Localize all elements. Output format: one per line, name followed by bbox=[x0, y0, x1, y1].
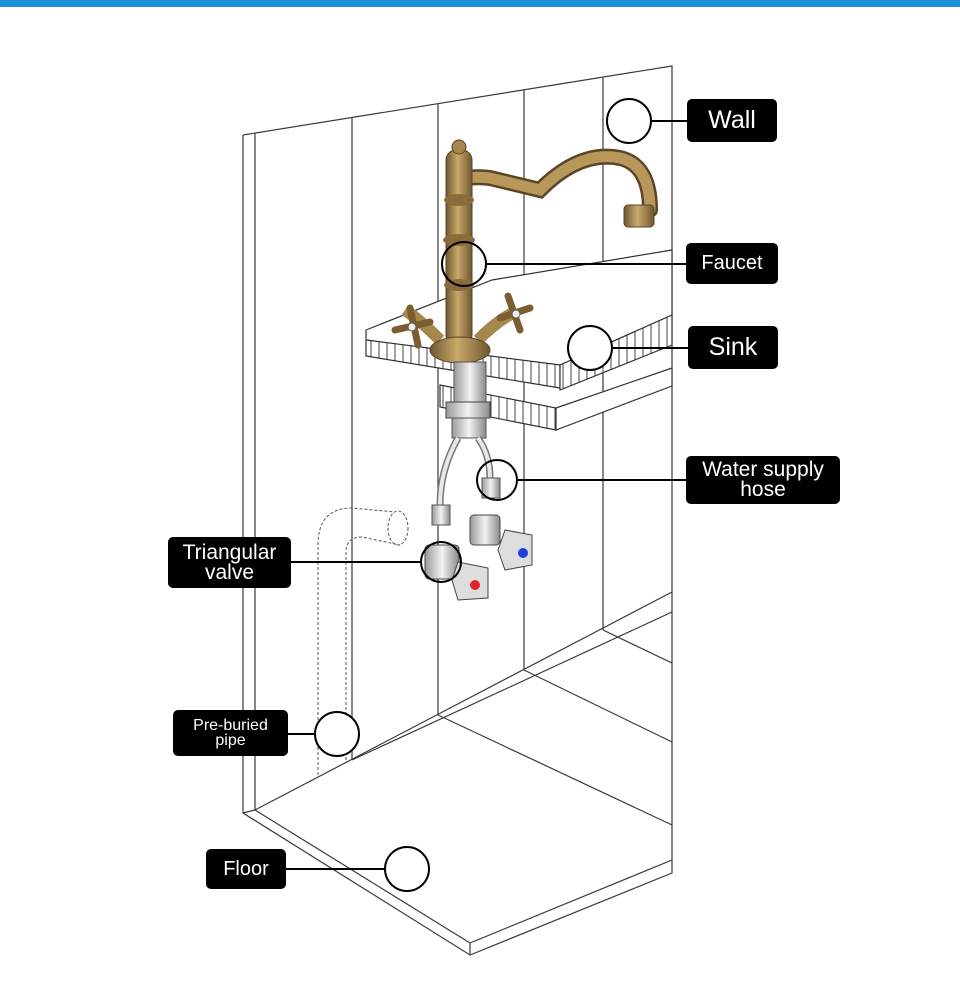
triangular-valve-label: Triangular valve bbox=[168, 537, 291, 588]
wall-callout-circle bbox=[606, 98, 652, 144]
floor-label: Floor bbox=[206, 849, 286, 889]
hose-label-line1: Water supply bbox=[702, 458, 824, 482]
wall-label: Wall bbox=[687, 99, 777, 142]
wall-label-text: Wall bbox=[708, 105, 756, 134]
floor-line bbox=[351, 611, 673, 761]
sink-label-text: Sink bbox=[708, 332, 758, 361]
top-accent-bar bbox=[0, 0, 960, 7]
valve-label-line2: valve bbox=[204, 560, 254, 584]
wall-tile-line bbox=[254, 591, 673, 811]
water-supply-hose-label: Water supply hose bbox=[686, 456, 840, 504]
pre-buried-pipe bbox=[317, 507, 409, 775]
supply-hoses bbox=[431, 361, 501, 526]
floor-line bbox=[254, 809, 471, 944]
triangular-valves bbox=[424, 514, 533, 601]
faucet bbox=[391, 139, 658, 364]
hose-label-line2: hose bbox=[740, 478, 786, 501]
floor-line bbox=[437, 714, 673, 826]
sink-callout-circle bbox=[567, 325, 613, 371]
cold-indicator bbox=[518, 548, 528, 558]
faucet-label-text: Faucet bbox=[701, 252, 763, 274]
valve-label-line1: Triangular bbox=[182, 540, 277, 564]
floor-line bbox=[602, 629, 673, 664]
sink-label: Sink bbox=[688, 326, 778, 369]
pre-buried-pipe-label: Pre-buried pipe bbox=[173, 710, 288, 756]
callouts bbox=[285, 98, 688, 892]
floor-callout-circle bbox=[384, 846, 430, 892]
pipe-callout-circle bbox=[314, 711, 360, 757]
hot-indicator bbox=[470, 580, 480, 590]
floor-line bbox=[469, 859, 673, 944]
faucet-label: Faucet bbox=[686, 243, 778, 284]
floor-label-text: Floor bbox=[223, 857, 269, 880]
sink-slab bbox=[365, 249, 673, 431]
pipe-label-line1: Pre-buried bbox=[193, 716, 268, 734]
floor-line bbox=[523, 669, 673, 743]
pipe-label-line2: pipe bbox=[215, 732, 246, 749]
wall-outline bbox=[242, 65, 673, 956]
floor-line bbox=[242, 809, 256, 814]
